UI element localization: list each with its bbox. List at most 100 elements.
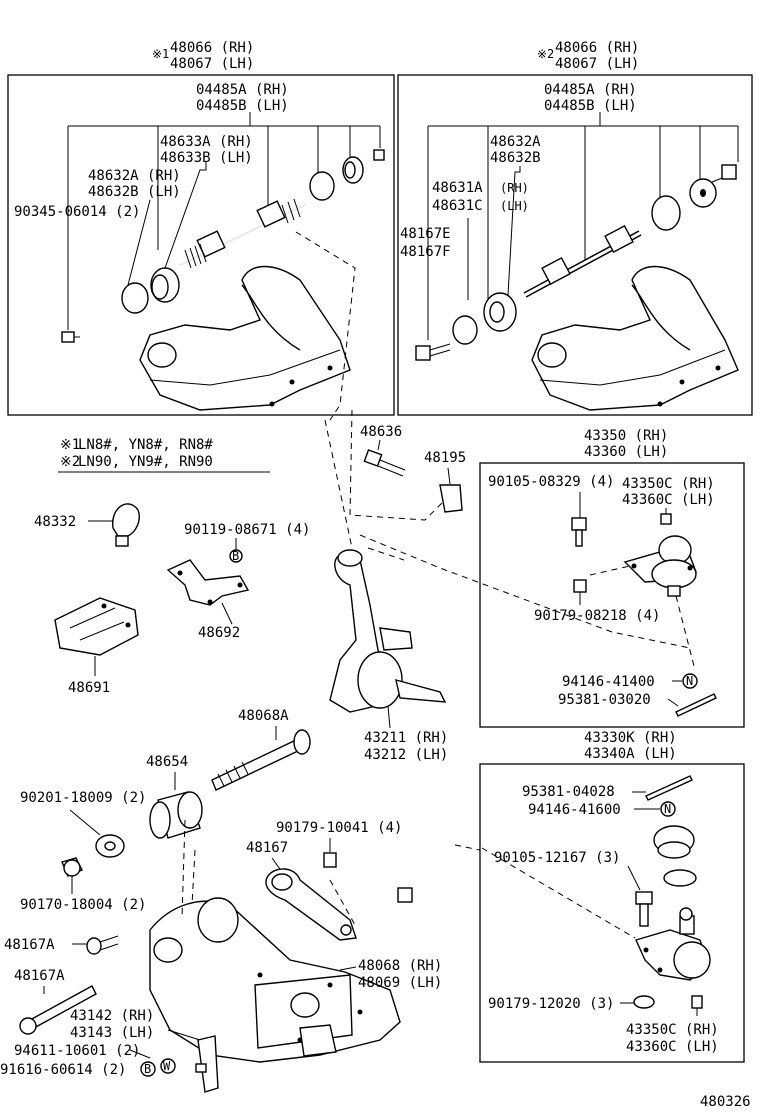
lower-control-arm <box>149 897 401 1063</box>
nut-90179-10041 <box>323 852 337 868</box>
lower-joint-dash-inside <box>481 847 636 939</box>
bolt-91616-label: 91616-60614 (2) <box>0 1062 126 1078</box>
cap-upper-43350c <box>660 513 672 525</box>
n-symbol-2: N <box>664 802 671 816</box>
bushing-b-rh-label: 48632A (RH) <box>88 168 181 184</box>
bolt-48167a-label-2: 48167A <box>14 968 65 984</box>
bolt-90105-08329 <box>571 517 587 547</box>
upper-ball-joint-box <box>479 462 745 728</box>
stopper-leader <box>167 1029 201 1041</box>
washer-90201-leader <box>69 809 101 836</box>
upper-control-arm-left <box>139 265 351 411</box>
bushing-48654-label: 48654 <box>146 754 188 770</box>
upper-arm-rh-label: 48066 (RH) <box>170 40 254 56</box>
cotter-pin-95381-04028 <box>645 775 693 801</box>
leader-lines-top-left <box>67 112 381 330</box>
knuckle-lh-label: 43212 (LH) <box>364 747 448 763</box>
upper-joint-dash-1 <box>589 565 631 576</box>
nut-94611-leader <box>129 1049 151 1059</box>
plate-48167-label: 48167 <box>246 840 288 856</box>
kit-lh-label-2: 04485B (LH) <box>544 98 637 114</box>
bushing-48654 <box>149 791 203 839</box>
washer-90201-hole <box>104 841 116 851</box>
steering-knuckle <box>329 549 447 729</box>
lower-ball-joint-rh-label: 43330K (RH) <box>584 730 677 746</box>
bolt-48068a-label: 48068A <box>238 708 289 724</box>
upper-ball-joint-lh-label: 43360 (LH) <box>584 444 668 460</box>
castle-nut-n-symbol <box>682 673 698 689</box>
bushing-48633-left <box>309 149 385 201</box>
lower-ball-joint-lh-label: 43340A (LH) <box>584 746 677 762</box>
cap-43350c-rh-label-2: 43350C (RH) <box>626 1022 719 1038</box>
note-2-mark: ※2 <box>60 454 80 470</box>
bushing-a-rh-label: 48633A (RH) <box>160 134 253 150</box>
nut-90179-08218-label: 90179-08218 (4) <box>534 608 660 624</box>
bolt-90105-12167-leader <box>627 865 641 891</box>
bolt-90119-label: 90119-08671 (4) <box>184 522 310 538</box>
bolt-48167e-label: 48167E <box>400 226 451 242</box>
nut-90170 <box>61 857 83 877</box>
bolt-48167f-label: 48167F <box>400 244 451 260</box>
plate-48167 <box>265 868 357 941</box>
nut-94611-label: 94611-10601 (2) <box>14 1043 140 1059</box>
washer-48631a-label: 48631A <box>432 180 483 196</box>
bolt-90345-label: 90345-06014 (2) <box>14 204 140 220</box>
bracket-48692 <box>166 559 250 606</box>
washer-48631c-suffix: (LH) <box>500 199 529 213</box>
knuckle-rh-label: 43211 (RH) <box>364 730 448 746</box>
kit-rh-label-2: 04485A (RH) <box>544 82 637 98</box>
bushing-a-lh-label: 48633B (LH) <box>160 150 253 166</box>
upper-ball-joint <box>623 535 697 597</box>
bushing-48632b-label: 48632B <box>490 150 541 166</box>
small-bolt-left <box>61 331 80 343</box>
lower-ball-joint-box <box>479 763 745 1063</box>
upper-control-arm-right <box>531 265 739 411</box>
bolt-90105-08329-label: 90105-08329 (4) <box>488 474 614 490</box>
lower-ball-joint <box>635 907 711 981</box>
bump-stop-48332-label: 48332 <box>34 514 76 530</box>
n-symbol-1: N <box>686 674 693 688</box>
bump-stop-48332 <box>112 503 140 547</box>
bushings-right <box>452 164 737 345</box>
washer-90201-label: 90201-18009 (2) <box>20 790 146 806</box>
asm-mark-2: ※2 <box>537 47 554 61</box>
lower-joint-dash-outside <box>454 844 481 851</box>
washer-48631c-label: 48631C <box>432 198 483 214</box>
b-symbol-text: B <box>232 549 239 563</box>
bolt-48167e-right <box>415 343 451 361</box>
leader-lines-top-right <box>427 112 739 340</box>
cap-lower-43350c <box>691 995 703 1009</box>
w-symbol-text: W <box>163 1059 171 1073</box>
nut-90179-12020 <box>633 995 655 1009</box>
upper-joint-dash-2 <box>675 595 696 671</box>
cotter-pin-95381-03020-label: 95381-03020 <box>558 692 651 708</box>
plate-48195-label: 48195 <box>424 450 466 466</box>
bushing-b-lh-label: 48632B (LH) <box>88 184 181 200</box>
alignment-dash-lines <box>181 231 691 926</box>
nut-90179-08218 <box>573 579 587 593</box>
bolt-48636-label: 48636 <box>360 424 402 440</box>
boot-and-ring <box>653 825 697 887</box>
shim-plate-48195 <box>439 467 463 513</box>
bolt-90105-12167 <box>635 891 653 927</box>
upper-arm-shaft-right <box>523 224 642 298</box>
cotter-pin-leader <box>667 698 679 707</box>
castle-nut-94146-41400-label: 94146-41400 <box>562 674 655 690</box>
bushing-48632-left <box>121 267 180 314</box>
bolt-48167a-1 <box>86 935 119 955</box>
kit-rh-label: 04485A (RH) <box>196 82 289 98</box>
diagram-id: 480326 <box>700 1094 751 1110</box>
upper-arm-lh-label: 48067 (LH) <box>170 56 254 72</box>
nut-90179-10041-label: 90179-10041 (4) <box>276 820 402 836</box>
lower-arm-rh-label: 48068 (RH) <box>358 958 442 974</box>
castle-nut-lower-n-symbol <box>660 801 676 817</box>
cotter-pin-95381-03020 <box>675 693 717 717</box>
b-circle-symbol-2 <box>140 1061 156 1077</box>
upper-arm-box-left <box>7 74 395 416</box>
note-1-text: LN8#, YN8#, RN8# <box>78 437 213 453</box>
stopper-43143-lh-label: 43143 (LH) <box>70 1025 154 1041</box>
stopper-43142-rh-label: 43142 (RH) <box>70 1008 154 1024</box>
bolt-90105-12167-label: 90105-12167 (3) <box>494 850 620 866</box>
kit-lh-label: 04485B (LH) <box>196 98 289 114</box>
